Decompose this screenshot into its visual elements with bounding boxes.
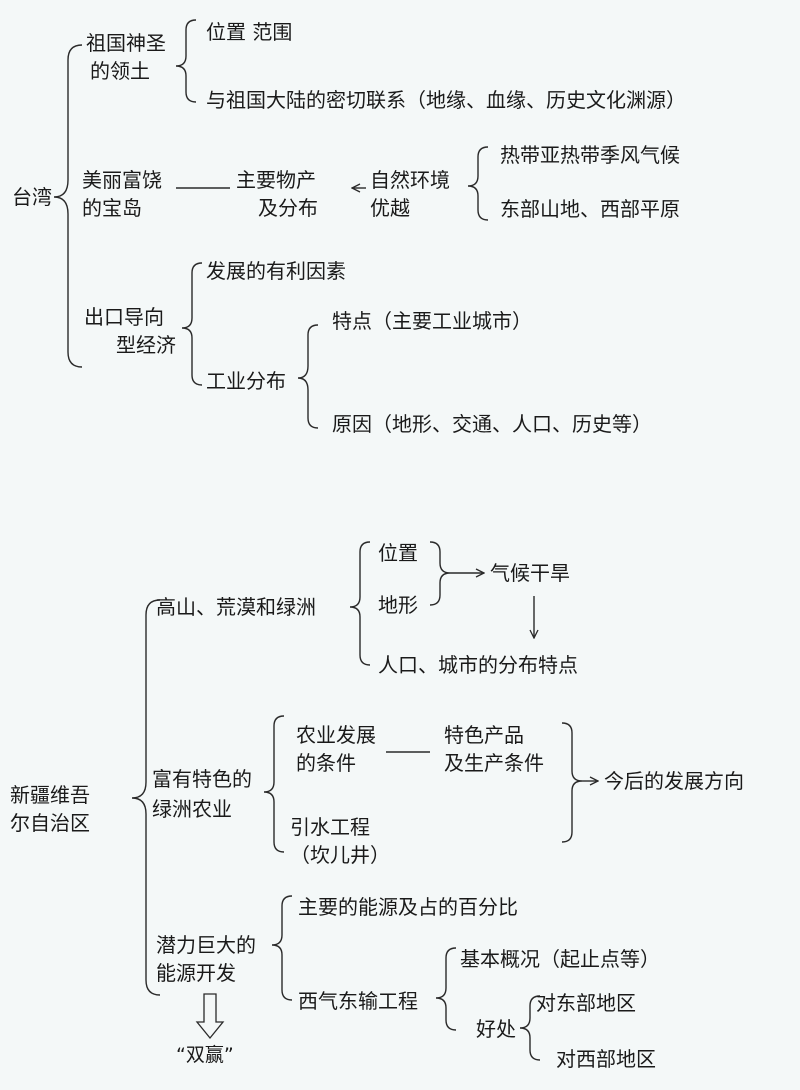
climate-brace [429, 541, 451, 606]
climate-tropical: 热带亚热带季风气候 [500, 143, 680, 167]
xj-terrain: 地形 [378, 593, 418, 617]
special-products-line1: 特色产品 [444, 723, 524, 747]
industry-brace [297, 324, 319, 429]
position-scope: 位置 范围 [206, 20, 293, 44]
future-direction: 今后的发展方向 [604, 769, 744, 793]
xj-dry-climate: 气候干旱 [490, 561, 570, 585]
env-brace [467, 146, 489, 221]
industry-distribution: 工业分布 [206, 369, 286, 393]
sacred-land-line2: 的领土 [90, 59, 150, 83]
project-brace [435, 947, 457, 1031]
oasis-agriculture-line2: 绿洲农业 [152, 797, 232, 821]
benefit-east: 对东部地区 [536, 991, 636, 1015]
mainland-links: 与祖国大陆的密切联系（地缘、血缘、历史文化渊源） [206, 88, 686, 112]
water-project-line2: （坎儿井） [290, 843, 390, 867]
rich-island-line2: 的宝岛 [82, 196, 142, 220]
xinjiang-title-line1: 新疆维吾 [10, 783, 90, 807]
main-products-line1: 主要物产 [236, 168, 316, 192]
mountains-deserts-oases: 高山、荒漠和绿洲 [156, 595, 316, 619]
export-economy-line2: 型经济 [116, 333, 176, 357]
oasis-agriculture-line1: 富有特色的 [152, 767, 252, 791]
win-hollow-arrow [195, 993, 225, 1040]
water-project-line1: 引水工程 [290, 815, 370, 839]
oasis-brace [263, 715, 285, 853]
taiwan-main-brace [53, 44, 83, 368]
benefit-west: 对西部地区 [556, 1047, 656, 1071]
sacred-brace [175, 19, 197, 103]
xj-population-cities: 人口、城市的分布特点 [378, 653, 578, 677]
agri-conditions-line1: 农业发展 [296, 723, 376, 747]
mountains-brace [349, 541, 371, 666]
main-energy-percent: 主要的能源及占的百分比 [298, 895, 518, 919]
sacred-land-line1: 祖国神圣 [86, 31, 166, 55]
energy-dev-line2: 能源开发 [156, 961, 236, 985]
agri-conditions-line2: 的条件 [296, 751, 356, 775]
xj-position: 位置 [378, 541, 418, 565]
export-economy-line1: 出口导向 [84, 305, 164, 329]
future-brace [561, 722, 583, 843]
natural-env-line2: 优越 [370, 196, 410, 220]
export-brace [181, 262, 203, 386]
xinjiang-main-brace [131, 599, 161, 996]
project-benefits: 好处 [476, 1017, 516, 1041]
double-win: “双赢” [176, 1044, 234, 1066]
rich-island-line1: 美丽富饶 [82, 168, 162, 192]
benefit-brace [519, 995, 541, 1061]
project-overview: 基本概况（起止点等） [460, 947, 660, 971]
west-east-gas-project: 西气东输工程 [298, 989, 418, 1013]
special-products-line2: 及生产条件 [444, 751, 544, 775]
natural-env-line1: 自然环境 [370, 168, 450, 192]
industry-reasons: 原因（地形、交通、人口、历史等） [332, 412, 652, 436]
xinjiang-title-line2: 尔自治区 [10, 811, 90, 835]
taiwan-title: 台湾 [12, 185, 52, 209]
industry-features: 特点（主要工业城市） [332, 309, 532, 333]
energy-dev-line1: 潜力巨大的 [156, 933, 256, 957]
terrain-east-west: 东部山地、西部平原 [500, 197, 680, 221]
favorable-factors: 发展的有利因素 [206, 259, 346, 283]
energy-brace [271, 895, 293, 1001]
main-products-line2: 及分布 [258, 196, 318, 220]
